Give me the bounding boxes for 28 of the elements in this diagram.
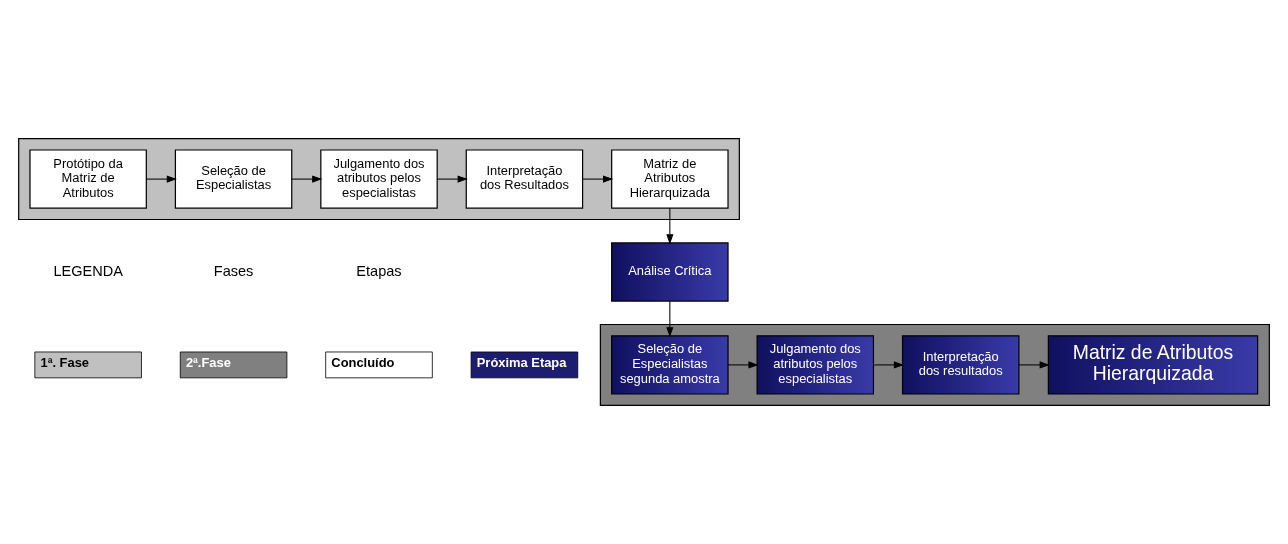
arrow [436, 175, 468, 183]
cluster [18, 138, 740, 221]
node-box: Análise Crítica [611, 242, 729, 302]
arrow [727, 361, 759, 369]
node-box: Julgamento dos atributos pelos especialistas [320, 149, 438, 209]
arrow [666, 300, 674, 338]
legend-label: 1ª. Fase [40, 355, 90, 371]
label: LEGENDA [53, 262, 123, 279]
arrow [582, 175, 614, 183]
node-box: Matriz de Atributos Hierarquizada [1047, 335, 1259, 395]
node-box: Matriz de Atributos Hierarquizada [611, 149, 729, 209]
node-box: Seleção de Especialistas segunda amostra [611, 335, 729, 395]
label: Etapas [356, 262, 402, 279]
legend-label: Próxima Etapa [476, 355, 567, 371]
legend-label: Concluído [331, 355, 395, 371]
arrow [872, 361, 905, 369]
arrow [145, 175, 177, 183]
cluster [599, 323, 1270, 406]
node-box: Julgamento dos atributos pelos especialistas [756, 335, 875, 395]
legend-label: 2ª.Fase [185, 355, 231, 371]
arrow [1018, 361, 1050, 369]
arrow [666, 207, 674, 245]
label: Fases [213, 262, 254, 279]
node-box: Protótipo da Matriz de Atributos [29, 149, 147, 209]
node-box: Interpretação dos resultados [901, 335, 1020, 395]
node-box: Interpretação dos Resultados [465, 149, 584, 209]
arrow [291, 175, 323, 183]
node-box: Seleção de Especialistas [174, 149, 293, 209]
